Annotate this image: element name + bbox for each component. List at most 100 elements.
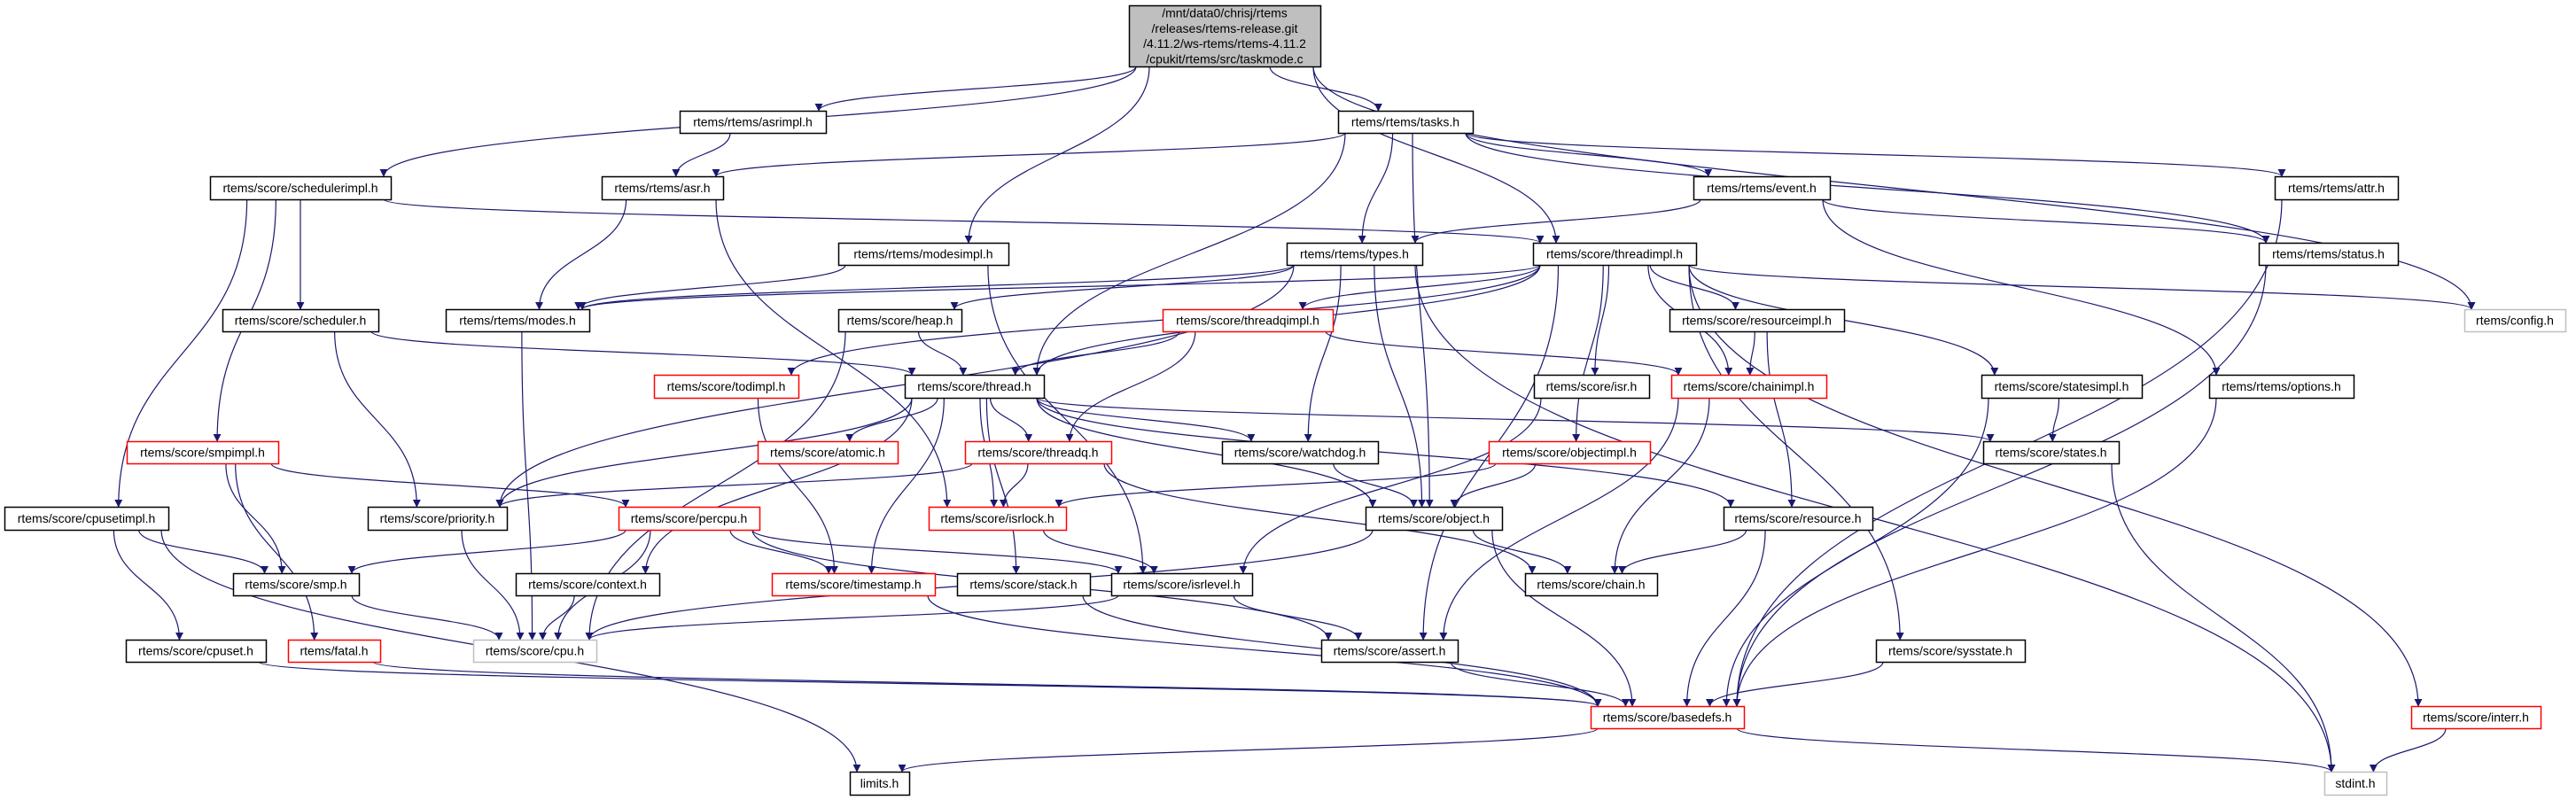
node-attr[interactable]: rtems/rtems/attr.h	[2274, 175, 2400, 201]
node-stdint[interactable]: stdint.h	[2323, 771, 2388, 796]
node-sysstate[interactable]: rtems/score/sysstate.h	[1875, 639, 2027, 664]
edge-root-to-modesimpl	[964, 66, 1150, 244]
edge-thread-to-resource	[1036, 397, 1735, 508]
node-todimpl[interactable]: rtems/score/todimpl.h	[653, 374, 800, 400]
node-percpu[interactable]: rtems/score/percpu.h	[618, 506, 761, 532]
node-types[interactable]: rtems/rtems/types.h	[1286, 242, 1424, 267]
node-fatal[interactable]: rtems/fatal.h	[287, 639, 382, 664]
node-watchdog-label: rtems/score/watchdog.h	[1234, 446, 1366, 460]
edge-resource-to-basedefs	[1683, 529, 1766, 707]
node-types-box	[1286, 242, 1424, 267]
node-tasks-box	[1337, 110, 1475, 135]
node-statesimpl-box	[1981, 374, 2144, 400]
node-modesimpl[interactable]: rtems/rtems/modesimpl.h	[837, 242, 1010, 267]
node-timestamp-box	[771, 572, 937, 597]
node-root[interactable]: /mnt/data0/chrisj/rtems/releases/rtems-r…	[1128, 4, 1322, 68]
node-smp[interactable]: rtems/score/smp.h	[232, 572, 361, 597]
node-options[interactable]: rtems/rtems/options.h	[2208, 374, 2355, 400]
node-assert-box	[1320, 639, 1459, 664]
node-chain-label: rtems/score/chain.h	[1537, 578, 1645, 592]
edge-resourceimpl-to-chainimpl	[1746, 330, 1755, 376]
edge-interr-to-stdint	[2369, 727, 2447, 773]
edge-types-to-object	[1374, 264, 1427, 508]
node-chainimpl-label: rtems/score/chainimpl.h	[1684, 379, 1815, 393]
node-cpuset[interactable]: rtems/score/cpuset.h	[125, 639, 268, 664]
node-chain[interactable]: rtems/score/chain.h	[1524, 572, 1659, 597]
node-cpu-box	[472, 639, 598, 664]
node-cpusetimpl[interactable]: rtems/score/cpusetimpl.h	[4, 506, 170, 532]
edge-smpimpl-to-percpu	[270, 462, 630, 508]
node-event[interactable]: rtems/rtems/event.h	[1693, 175, 1832, 201]
edge-schedulerimpl-to-threadimpl	[383, 198, 1545, 244]
node-atomic[interactable]: rtems/score/atomic.h	[757, 440, 899, 465]
node-thread[interactable]: rtems/score/thread.h	[904, 374, 1046, 400]
node-isrlevel[interactable]: rtems/score/isrlevel.h	[1110, 572, 1254, 597]
node-isrlock[interactable]: rtems/score/isrlock.h	[928, 506, 1068, 532]
node-states[interactable]: rtems/score/states.h	[1982, 440, 2121, 465]
node-tasks-label: rtems/rtems/tasks.h	[1351, 115, 1459, 129]
node-schedulerimpl[interactable]: rtems/score/schedulerimpl.h	[209, 175, 393, 201]
node-limits[interactable]: limits.h	[849, 771, 911, 796]
node-smpimpl[interactable]: rtems/score/smpimpl.h	[126, 440, 280, 465]
node-smp-box	[232, 572, 361, 597]
node-cpu[interactable]: rtems/score/cpu.h	[472, 639, 598, 664]
node-context[interactable]: rtems/score/context.h	[515, 572, 661, 597]
node-isrlevel-box	[1110, 572, 1254, 597]
node-assert[interactable]: rtems/score/assert.h	[1320, 639, 1459, 664]
node-chainimpl[interactable]: rtems/score/chainimpl.h	[1670, 374, 1828, 400]
node-statesimpl-label: rtems/score/statesimpl.h	[1995, 379, 2129, 393]
node-isr[interactable]: rtems/score/isr.h	[1533, 374, 1651, 400]
edge-thread-to-context	[641, 397, 913, 574]
node-heap[interactable]: rtems/score/heap.h	[837, 308, 963, 333]
node-interr-box	[2410, 705, 2542, 730]
node-watchdog[interactable]: rtems/score/watchdog.h	[1221, 440, 1380, 465]
edge-tasks-to-attr	[1465, 132, 2286, 177]
node-threadqimpl[interactable]: rtems/score/threadqimpl.h	[1162, 308, 1335, 333]
edge-assert-to-basedefs	[1450, 661, 1630, 707]
edge-resource-to-chain	[1618, 529, 1747, 574]
node-threadq[interactable]: rtems/score/threadq.h	[964, 440, 1113, 465]
node-schedulerimpl-label: rtems/score/schedulerimpl.h	[222, 181, 377, 195]
edge-resourceimpl-to-resource	[1766, 330, 1796, 508]
node-config[interactable]: rtems/config.h	[2463, 308, 2567, 333]
node-modes[interactable]: rtems/rtems/modes.h	[445, 308, 591, 333]
node-cpusetimpl-box	[4, 506, 170, 532]
node-root-label: /4.11.2/ws-rtems/rtems-4.11.2	[1143, 36, 1306, 50]
node-priority[interactable]: rtems/score/priority.h	[367, 506, 509, 532]
node-status[interactable]: rtems/rtems/status.h	[2258, 242, 2400, 267]
edge-threadqimpl-to-chainimpl	[1325, 330, 1683, 376]
node-scheduler[interactable]: rtems/score/scheduler.h	[222, 308, 380, 333]
node-stdint-label: stdint.h	[2335, 776, 2375, 790]
node-asrimpl-box	[679, 110, 828, 135]
node-priority-label: rtems/score/priority.h	[380, 511, 495, 525]
node-resourceimpl[interactable]: rtems/score/resourceimpl.h	[1669, 308, 1846, 333]
node-stack[interactable]: rtems/score/stack.h	[956, 572, 1092, 597]
edge-isrlevel-to-cpu	[585, 594, 1119, 641]
node-sysstate-box	[1875, 639, 2027, 664]
node-asr[interactable]: rtems/rtems/asr.h	[601, 175, 725, 201]
node-event-box	[1693, 175, 1832, 201]
node-tasks[interactable]: rtems/rtems/tasks.h	[1337, 110, 1475, 135]
node-basedefs[interactable]: rtems/score/basedefs.h	[1590, 705, 1746, 730]
node-object[interactable]: rtems/score/object.h	[1365, 506, 1504, 532]
node-objectimpl[interactable]: rtems/score/objectimpl.h	[1488, 440, 1652, 465]
node-resource-box	[1723, 506, 1874, 532]
node-limits-box	[849, 771, 911, 796]
node-interr[interactable]: rtems/score/interr.h	[2410, 705, 2542, 730]
edge-modesimpl-to-modes	[574, 264, 846, 310]
edge-threadimpl-to-isr	[1591, 264, 1610, 376]
edge-percpu-to-smp	[347, 529, 626, 574]
edge-statesimpl-to-basedefs	[1722, 397, 1989, 707]
node-object-label: rtems/score/object.h	[1378, 511, 1490, 525]
node-timestamp[interactable]: rtems/score/timestamp.h	[771, 572, 937, 597]
node-chainimpl-box	[1670, 374, 1828, 400]
node-schedulerimpl-box	[209, 175, 393, 201]
edge-priority-to-cpu	[461, 529, 525, 641]
edge-thread-to-priority	[495, 397, 913, 508]
node-asrimpl[interactable]: rtems/rtems/asrimpl.h	[679, 110, 828, 135]
node-threadimpl[interactable]: rtems/score/threadimpl.h	[1532, 242, 1698, 267]
node-resource[interactable]: rtems/score/resource.h	[1723, 506, 1874, 532]
edge-context-to-cpu	[538, 594, 575, 641]
node-heap-label: rtems/score/heap.h	[847, 314, 953, 328]
node-statesimpl[interactable]: rtems/score/statesimpl.h	[1981, 374, 2144, 400]
